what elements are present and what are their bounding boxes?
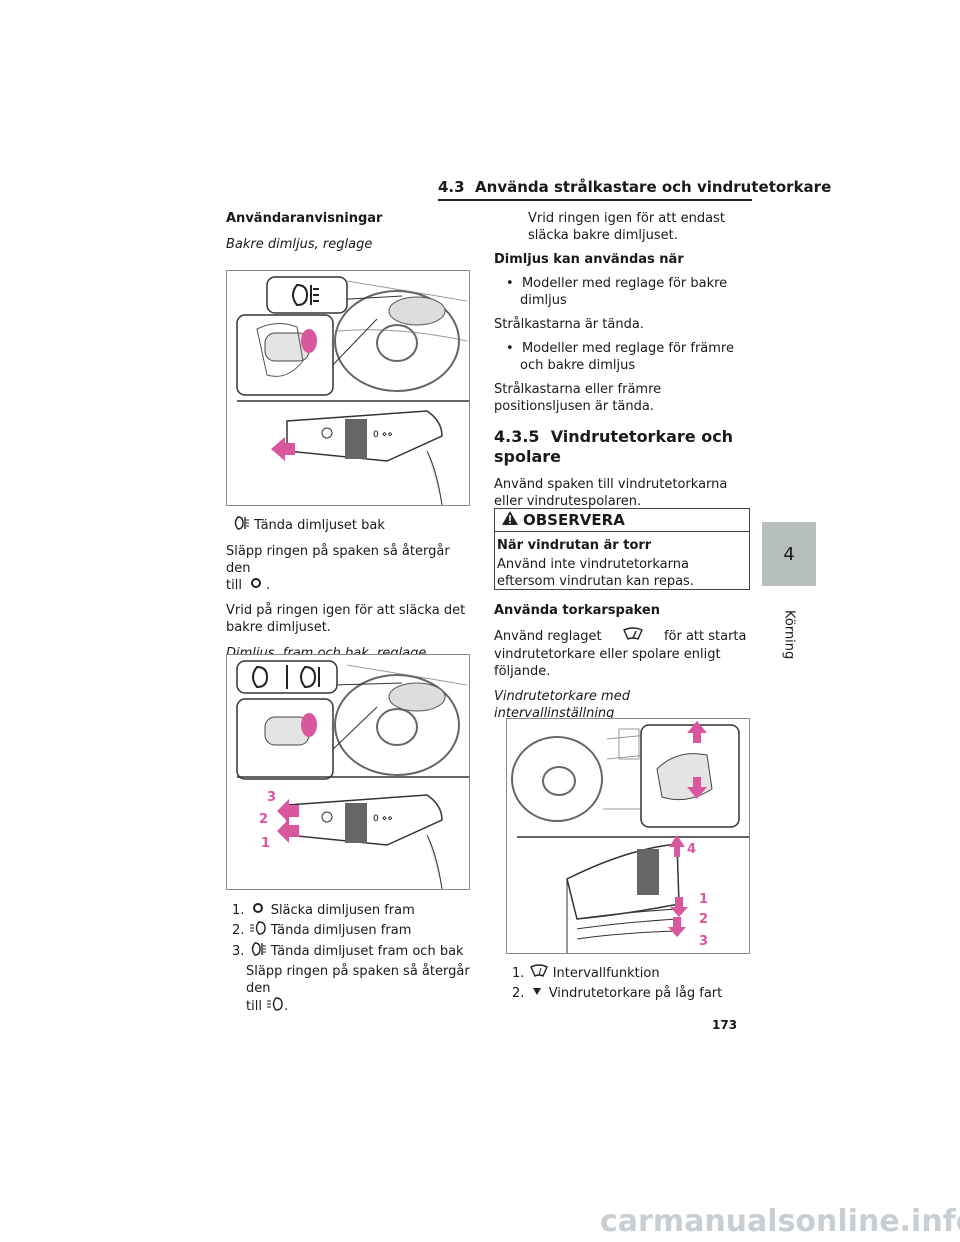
front-fog-icon: [266, 997, 284, 1016]
warning-box: OBSERVERA När vindrutan är torr Använd i…: [494, 508, 750, 590]
warning-subtitle: När vindrutan är torr: [497, 538, 652, 553]
chapter-label: Körning: [781, 610, 797, 660]
warning-text: Använd inte vindrutetorkarna eftersom vi…: [497, 557, 694, 589]
list-text: Vindrutetorkare på låg fart: [548, 986, 723, 1001]
section-title-line2: spolare: [494, 447, 561, 466]
release-ring-text-c: .: [266, 578, 271, 593]
bullet-text: Modeller med reglage för bakre dimljus: [520, 276, 728, 308]
header-section: 4.3: [438, 178, 465, 196]
figure-wiper-lever: 4 1 2 3: [506, 718, 750, 954]
right-list: 1. Intervallfunktion 2. Vindrutetorkare …: [512, 964, 752, 1002]
running-header: 4.3 Använda strålkastare och vindrutetor…: [438, 178, 831, 196]
fig3-label-4: 4: [687, 842, 696, 857]
list-text: Släcka dimljusen fram: [270, 903, 415, 918]
wiper-interval-icon: [529, 964, 549, 983]
watermark: carmanualsonline.info: [600, 1204, 960, 1239]
warning-icon: [501, 510, 519, 530]
off-icon: [249, 902, 267, 919]
fig3-label-3: 3: [699, 934, 708, 949]
release-ring-text-c: .: [284, 999, 289, 1014]
list-item: 1. Intervallfunktion: [512, 964, 752, 983]
release-ring-text-b: till: [226, 578, 242, 593]
list-item: 1. Släcka dimljusen fram: [232, 902, 476, 919]
section-number: 4.3.5: [494, 427, 540, 446]
section-title-line1: Vindrutetorkare och: [550, 427, 734, 446]
list-item: 3. Tända dimljuset fram och bak: [232, 942, 476, 961]
fog-usage-heading: Dimljus kan användas när: [494, 252, 684, 267]
list-num: 1.: [232, 903, 245, 918]
list-num: 2.: [232, 923, 245, 938]
figure-rear-fog-switch: 0 ⋄⋄: [226, 270, 470, 506]
list-num: 2.: [512, 986, 525, 1001]
left-column: Användaranvisningar Bakre dimljus, regla…: [226, 210, 476, 253]
list-num: 1.: [512, 966, 525, 981]
fig2-label-1: 1: [261, 836, 270, 851]
list-num: 3.: [232, 944, 245, 959]
list-text: Tända dimljusen fram: [270, 923, 412, 938]
page-number: 173: [712, 1018, 738, 1032]
warning-title: OBSERVERA: [523, 511, 625, 529]
rear-fog-icon: [232, 516, 250, 535]
fig3-label-2: 2: [699, 912, 708, 927]
rear-fog-icon: [249, 942, 267, 961]
svg-text:0 ⋄⋄: 0 ⋄⋄: [373, 430, 393, 440]
right-column: Vrid ringen igen för att endast släcka b…: [494, 210, 752, 510]
wiper-lever-heading: Använda torkarspaken: [494, 603, 660, 618]
release-ring-text-a: Släpp ringen på spaken så återgår den: [226, 544, 450, 576]
release-ring-text-b: till: [246, 999, 262, 1014]
turn-ring-text: Vrid på ringen igen för att släcka det b…: [226, 603, 466, 635]
caption-rear-fog: Bakre dimljus, reglage: [226, 237, 373, 252]
low-speed-icon: [529, 985, 545, 1002]
turn-ring-again-text: Vrid ringen igen för att endast släcka b…: [528, 211, 725, 243]
chapter-number: 4: [783, 543, 795, 565]
chapter-tab: 4: [762, 522, 816, 586]
left-text-block-1: Tända dimljuset bak Släpp ringen på spak…: [226, 516, 476, 662]
header-title: Använda strålkastare och vindrutetorkare: [475, 178, 832, 196]
bullet-item: • Modeller med reglage för bakre dimljus: [506, 276, 728, 308]
list-item: 2. Tända dimljusen fram: [232, 921, 476, 940]
caption-wiper-interval: Vindrutetorkare med intervallinställning: [494, 689, 630, 721]
header-rule: [438, 199, 752, 201]
front-fog-icon: [249, 921, 267, 940]
svg-text:0 ⋄⋄: 0 ⋄⋄: [373, 814, 393, 824]
user-instructions-heading: Användaranvisningar: [226, 211, 383, 226]
left-list: 1. Släcka dimljusen fram 2. Tända dimlju…: [232, 902, 476, 1016]
fig3-label-1: 1: [699, 892, 708, 907]
list-item: 2. Vindrutetorkare på låg fart: [512, 985, 752, 1002]
wiper-icon: [622, 627, 644, 646]
bullet1-condition: Strålkastarna är tända.: [494, 317, 644, 332]
section-heading: 4.3.5 Vindrutetorkare och spolare: [494, 427, 752, 467]
fig2-label-2: 2: [259, 812, 268, 827]
right-text-block-2: Använda torkarspaken Använd reglaget för…: [494, 602, 752, 722]
release-ring-text-a: Släpp ringen på spaken så återgår den: [246, 964, 470, 996]
bullet-text: Modeller med reglage för främre och bakr…: [520, 341, 734, 373]
rear-fog-item-text: Tända dimljuset bak: [254, 518, 385, 533]
list-text: Intervallfunktion: [552, 966, 660, 981]
warning-header: OBSERVERA: [495, 509, 749, 532]
bullet-item: • Modeller med reglage för främre och ba…: [506, 341, 734, 373]
use-control-text-b: för att starta vindrutetorkare eller spo…: [494, 629, 747, 679]
bullet2-condition: Strålkastarna eller främre positionsljus…: [494, 382, 662, 414]
section-intro: Använd spaken till vindrutetorkarna elle…: [494, 477, 728, 509]
fig2-label-3: 3: [267, 790, 276, 805]
figure-front-rear-fog-switch: 0 ⋄⋄ 3 2 1: [226, 654, 470, 890]
off-icon: [246, 577, 266, 594]
use-control-text-a: Använd reglaget: [494, 629, 602, 644]
list-text: Tända dimljuset fram och bak: [270, 944, 464, 959]
